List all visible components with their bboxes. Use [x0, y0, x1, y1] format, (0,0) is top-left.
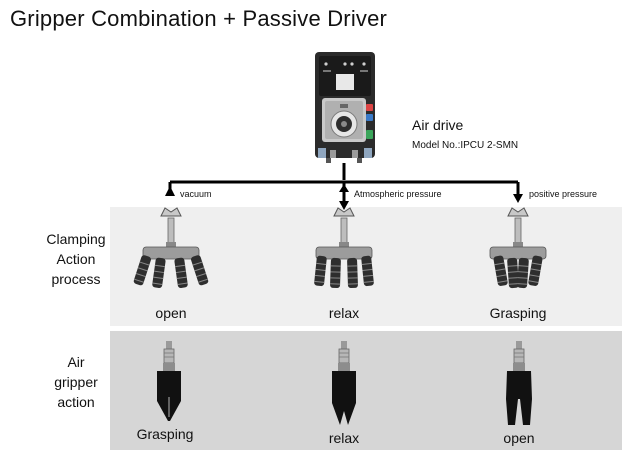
device-button-green — [366, 130, 373, 139]
device-button-blue — [366, 114, 373, 121]
clamping-caption-grasping: Grasping — [489, 305, 547, 321]
air-drive-device — [315, 52, 375, 163]
positive-pressure-label: positive pressure — [529, 189, 598, 199]
air-gripper-open — [506, 340, 532, 425]
pressure-arrows — [168, 163, 520, 203]
atmospheric-arrow-down — [339, 201, 349, 210]
device-display — [336, 74, 354, 90]
vacuum-arrow-up — [165, 186, 175, 196]
clamping-row-label: Clamping Action process — [38, 229, 114, 289]
air-gripper-relax — [332, 340, 356, 425]
air-gripper-label-line1: Air — [67, 354, 85, 370]
air-gripper-caption-relax: relax — [328, 430, 360, 446]
clamping-caption-open: open — [155, 305, 187, 321]
clamping-label-line3: process — [51, 271, 101, 287]
air-gripper-caption-open: open — [503, 430, 535, 446]
air-gripper-label-line3: action — [57, 394, 95, 410]
atmospheric-pressure-label: Atmospheric pressure — [354, 189, 442, 199]
air-gripper-grasping — [157, 340, 181, 421]
device-button-red — [366, 104, 373, 111]
air-gripper-label-line2: gripper — [54, 374, 98, 390]
air-gripper-caption-grasping: Grasping — [136, 426, 194, 442]
diagram-title: Gripper Combination + Passive Driver — [10, 6, 388, 31]
air-gripper-panel — [110, 331, 622, 450]
air-drive-label: Air drive — [412, 117, 464, 133]
atmospheric-arrow-up — [339, 184, 349, 192]
air-gripper-row-label: Air gripper action — [40, 352, 112, 412]
clamping-gripper-grasping — [489, 207, 547, 289]
clamping-label-line2: Action — [56, 251, 96, 267]
clamping-label-line1: Clamping — [46, 231, 106, 247]
clamping-caption-relax: relax — [328, 305, 360, 321]
vacuum-label: vacuum — [180, 189, 212, 199]
clamping-gripper-relax — [313, 207, 375, 289]
clamping-gripper-open — [132, 207, 210, 289]
model-number-label: Model No.:IPCU 2-SMN — [412, 140, 519, 151]
positive-arrow-down — [513, 194, 523, 203]
